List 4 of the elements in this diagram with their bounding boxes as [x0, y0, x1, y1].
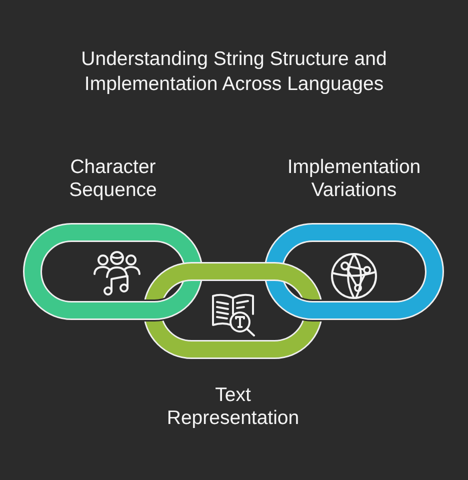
link-label: Text Representation [166, 384, 300, 430]
link-label: Character Sequence [68, 156, 158, 202]
link-label: Implementation Variations [286, 156, 422, 202]
diagram-title: Understanding String Structure and Implementation Across Languages [80, 47, 388, 97]
